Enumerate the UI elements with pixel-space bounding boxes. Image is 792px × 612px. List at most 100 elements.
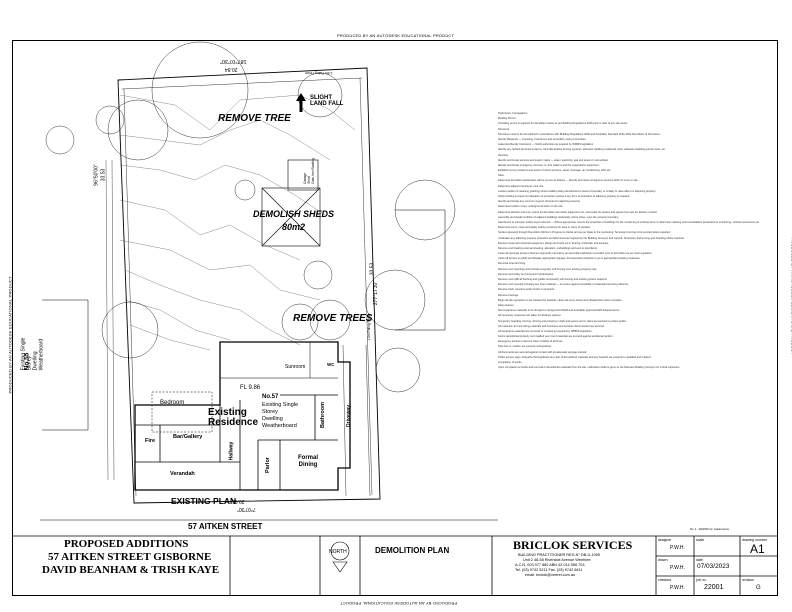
house-number-label: No.57 bbox=[262, 394, 279, 400]
company-line-4: Tel. (03) 9742 5211 Fax. (03) 9742 6611 bbox=[515, 568, 583, 572]
north-label: NORTH bbox=[329, 549, 347, 555]
bathroom-label: Bathroom bbox=[319, 402, 326, 428]
sunroom-label: Sunroom bbox=[285, 364, 306, 370]
designer-label: designer bbox=[658, 538, 672, 542]
trees bbox=[45, 41, 456, 393]
note-line: Determine demolition parameters will be … bbox=[498, 179, 639, 183]
note-line: Completion of works. bbox=[498, 361, 523, 364]
bearing-top-label: 187°07'30" bbox=[220, 58, 247, 64]
job-no-value: 22001 bbox=[704, 584, 724, 591]
note-line: Undertake any adjoining property protect… bbox=[498, 236, 685, 240]
note-line: Begin all site operations to be checked … bbox=[498, 298, 623, 302]
revision-label: revision bbox=[742, 578, 755, 582]
company-line-5: email: briclok@vertrel.com.au bbox=[525, 573, 576, 577]
note-line: Temporary hoarding, fencing, shoring and… bbox=[498, 319, 627, 323]
note-line: Surface pipework through Demolition Work… bbox=[498, 231, 671, 235]
sheds bbox=[261, 159, 321, 247]
note-line: Services bbox=[498, 153, 508, 157]
note-line: Attachment to principal, trades report a… bbox=[498, 220, 760, 224]
note-line: All hazardous materials are removed or c… bbox=[498, 329, 593, 333]
note-line: Structures need to be demolished in acco… bbox=[498, 132, 661, 136]
verandah-label: Verandah bbox=[170, 471, 195, 477]
neighbour-house bbox=[42, 209, 446, 431]
note-line: Upon completion of works and removal of … bbox=[498, 366, 681, 370]
revision-value: G bbox=[756, 585, 761, 591]
note-line: Identify any hazard structural systems, … bbox=[498, 148, 666, 152]
note-line: Emergency access routes are clear of deb… bbox=[498, 340, 564, 344]
bedroom-label: Bedroom bbox=[160, 400, 185, 406]
remove-trees-label: REMOVE TREES bbox=[293, 313, 373, 324]
drawing-number-value: A1 bbox=[750, 542, 765, 556]
note-line: Determine every, notes and safety safety… bbox=[498, 226, 591, 230]
note-line: Remove Footings bbox=[498, 293, 519, 297]
fence-line bbox=[123, 88, 137, 497]
house-description-label: Existing Single Storey Dwelling Weatherb… bbox=[262, 402, 299, 429]
note-line: Remove and uplift all flashing and guild… bbox=[498, 278, 608, 281]
drawing-number-label: drawing number bbox=[742, 538, 768, 542]
note-line: Close off access to public and Display a… bbox=[498, 257, 641, 261]
wc-label: WC bbox=[327, 362, 335, 367]
driveway-label: Driveway bbox=[345, 405, 352, 427]
note-line: Remove secondary and unprotect hydrants/… bbox=[498, 272, 554, 276]
existing-residence-label: Existing Residence bbox=[208, 407, 259, 428]
north-arrow-icon bbox=[330, 541, 350, 573]
note-line: Farms demolished properly not Installed … bbox=[498, 335, 614, 339]
note-line: Daily clearout. bbox=[498, 303, 515, 307]
street-name-label: 57 AITKEN STREET bbox=[188, 522, 263, 531]
fence-top-label: 1.5m Paling Fence bbox=[305, 71, 333, 75]
property-hatch bbox=[105, 159, 115, 481]
drawn-label: drawn bbox=[658, 558, 668, 562]
bearing-left-label: 96°50'00" bbox=[93, 164, 100, 186]
note-line: Building Permit bbox=[498, 117, 516, 121]
note-line: Establish survey locations and extent of… bbox=[498, 169, 612, 173]
note-line: All documents are secured against contac… bbox=[498, 350, 587, 354]
sheet-title: DEMOLITION PLAN bbox=[375, 546, 450, 555]
carport-label: Garage Shed Galv Iron Roofing bbox=[302, 158, 315, 184]
note-line: Structural bbox=[498, 127, 510, 131]
checked-value: P.W.H. bbox=[670, 585, 685, 591]
hallway-label: Hallway bbox=[228, 441, 235, 461]
date-value: 07/03/2023 bbox=[697, 563, 730, 570]
project-line-1: PROPOSED ADDITIONS bbox=[64, 538, 189, 550]
project-line-3: DAVID BEANHAM & TRISH KAYE bbox=[42, 564, 220, 576]
dimension-right-label: 33.53 bbox=[369, 262, 376, 276]
note-line: Identify and locate emergency services, … bbox=[498, 163, 600, 167]
small-note: No. 1 - 42/2/000 ref. requirements bbox=[690, 528, 729, 531]
checked-label: checked bbox=[658, 578, 672, 582]
note-line: Identify and locate services and supply … bbox=[498, 158, 609, 162]
fence-line bbox=[121, 77, 363, 90]
property-boundary bbox=[117, 67, 381, 504]
note-line: Remove roof coverings and provide tempor… bbox=[498, 267, 598, 271]
company-line-1: BUILDING PRACTITIONER REG.N° DB-U-1095 bbox=[518, 553, 600, 557]
note-line: Identify Bequests — Licensing, Insurance… bbox=[498, 137, 587, 141]
dimension-left-label: 33.53 bbox=[100, 168, 107, 182]
bar-gallery-label: Bar/Gallery bbox=[173, 434, 203, 440]
company-line-3: A.C.N. 003 977 880 ABN 42 014 558 703 bbox=[515, 563, 585, 567]
slight-land-fall-label: SLIGHT LAND FALL bbox=[310, 95, 344, 107]
note-line: Remove and (loading external sheeting, a… bbox=[498, 246, 598, 250]
note-line: Remove loose and unlocked equipment, fit… bbox=[498, 241, 610, 245]
land-fall-arrow-icon bbox=[296, 93, 306, 112]
note-line: Assemble and install condition of adjace… bbox=[498, 215, 619, 219]
demolish-area-label: 80m2 bbox=[282, 222, 306, 232]
note-line: Close all openings present (themes impro… bbox=[498, 252, 653, 256]
dimension-top-label: 20.84 bbox=[225, 66, 238, 72]
company-name: BRICLOK SERVICES bbox=[513, 538, 633, 552]
existing-residence-outline bbox=[134, 341, 351, 491]
note-line: Sites bbox=[498, 174, 504, 178]
drawn-value: P.W.H. bbox=[670, 565, 685, 571]
company-line-2: Unit 2 48-58 Riverside Avenue Werribee bbox=[523, 558, 591, 562]
remove-tree-label: REMOVE TREE bbox=[218, 113, 291, 124]
parlor-label: Parlor bbox=[264, 457, 271, 473]
note-line: Remove roof covering including any fuser… bbox=[498, 283, 629, 287]
note-line: Removal Internal Fixing. bbox=[498, 262, 526, 266]
drawing-sheet bbox=[12, 40, 778, 596]
note-line: All protection for next sitting material… bbox=[498, 324, 605, 328]
note-line: Non-hazardous materials to be dumped or … bbox=[498, 309, 620, 313]
fire-label: Fire bbox=[145, 438, 156, 444]
note-line: Remove brick, structure either timber to… bbox=[498, 288, 555, 292]
note-line: Public access ways, footpaths thoroughfa… bbox=[498, 355, 652, 359]
neighbour-description-label: Existing Single Storey Dwelling Weatherb… bbox=[20, 337, 45, 371]
demolish-sheds-label: DEMOLISH SHEDS bbox=[253, 209, 335, 219]
